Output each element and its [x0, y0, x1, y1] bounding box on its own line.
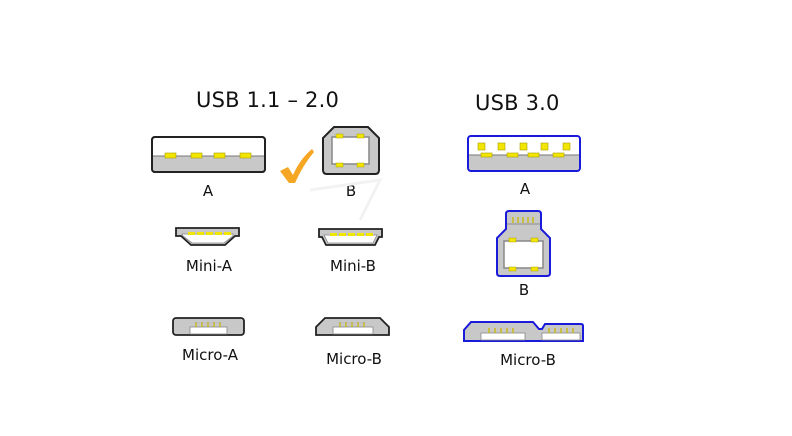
usb3-title: USB 3.0: [475, 91, 560, 115]
watermark-decoration: [309, 178, 383, 221]
usb2-mini-a-connector-icon: [175, 227, 240, 246]
usb2-micro-b-connector-icon: [315, 317, 390, 336]
usb3-micro-b-connector-icon: [463, 321, 584, 342]
usb2-title: USB 1.1 – 2.0: [196, 88, 340, 112]
check-icon: [280, 149, 314, 183]
usb3-a-connector-icon: [467, 135, 581, 172]
usb2-micro-b-label: Micro-B: [326, 350, 382, 368]
usb2-a-label: A: [202, 182, 214, 200]
usb3-a-label: A: [519, 180, 531, 198]
usb2-b-label: B: [345, 182, 357, 200]
usb2-a-connector-icon: [151, 136, 266, 173]
usb3-b-connector-icon: [496, 210, 551, 277]
usb2-mini-b-connector-icon: [318, 228, 383, 246]
usb2-b-connector-icon: [322, 126, 380, 175]
usb2-micro-a-connector-icon: [172, 317, 245, 336]
usb2-mini-a-label: Mini-A: [185, 257, 233, 275]
usb2-micro-a-label: Micro-A: [182, 346, 238, 364]
usb3-b-label: B: [518, 281, 530, 299]
usb2-mini-b-label: Mini-B: [330, 257, 376, 275]
usb3-micro-b-label: Micro-B: [500, 351, 556, 369]
